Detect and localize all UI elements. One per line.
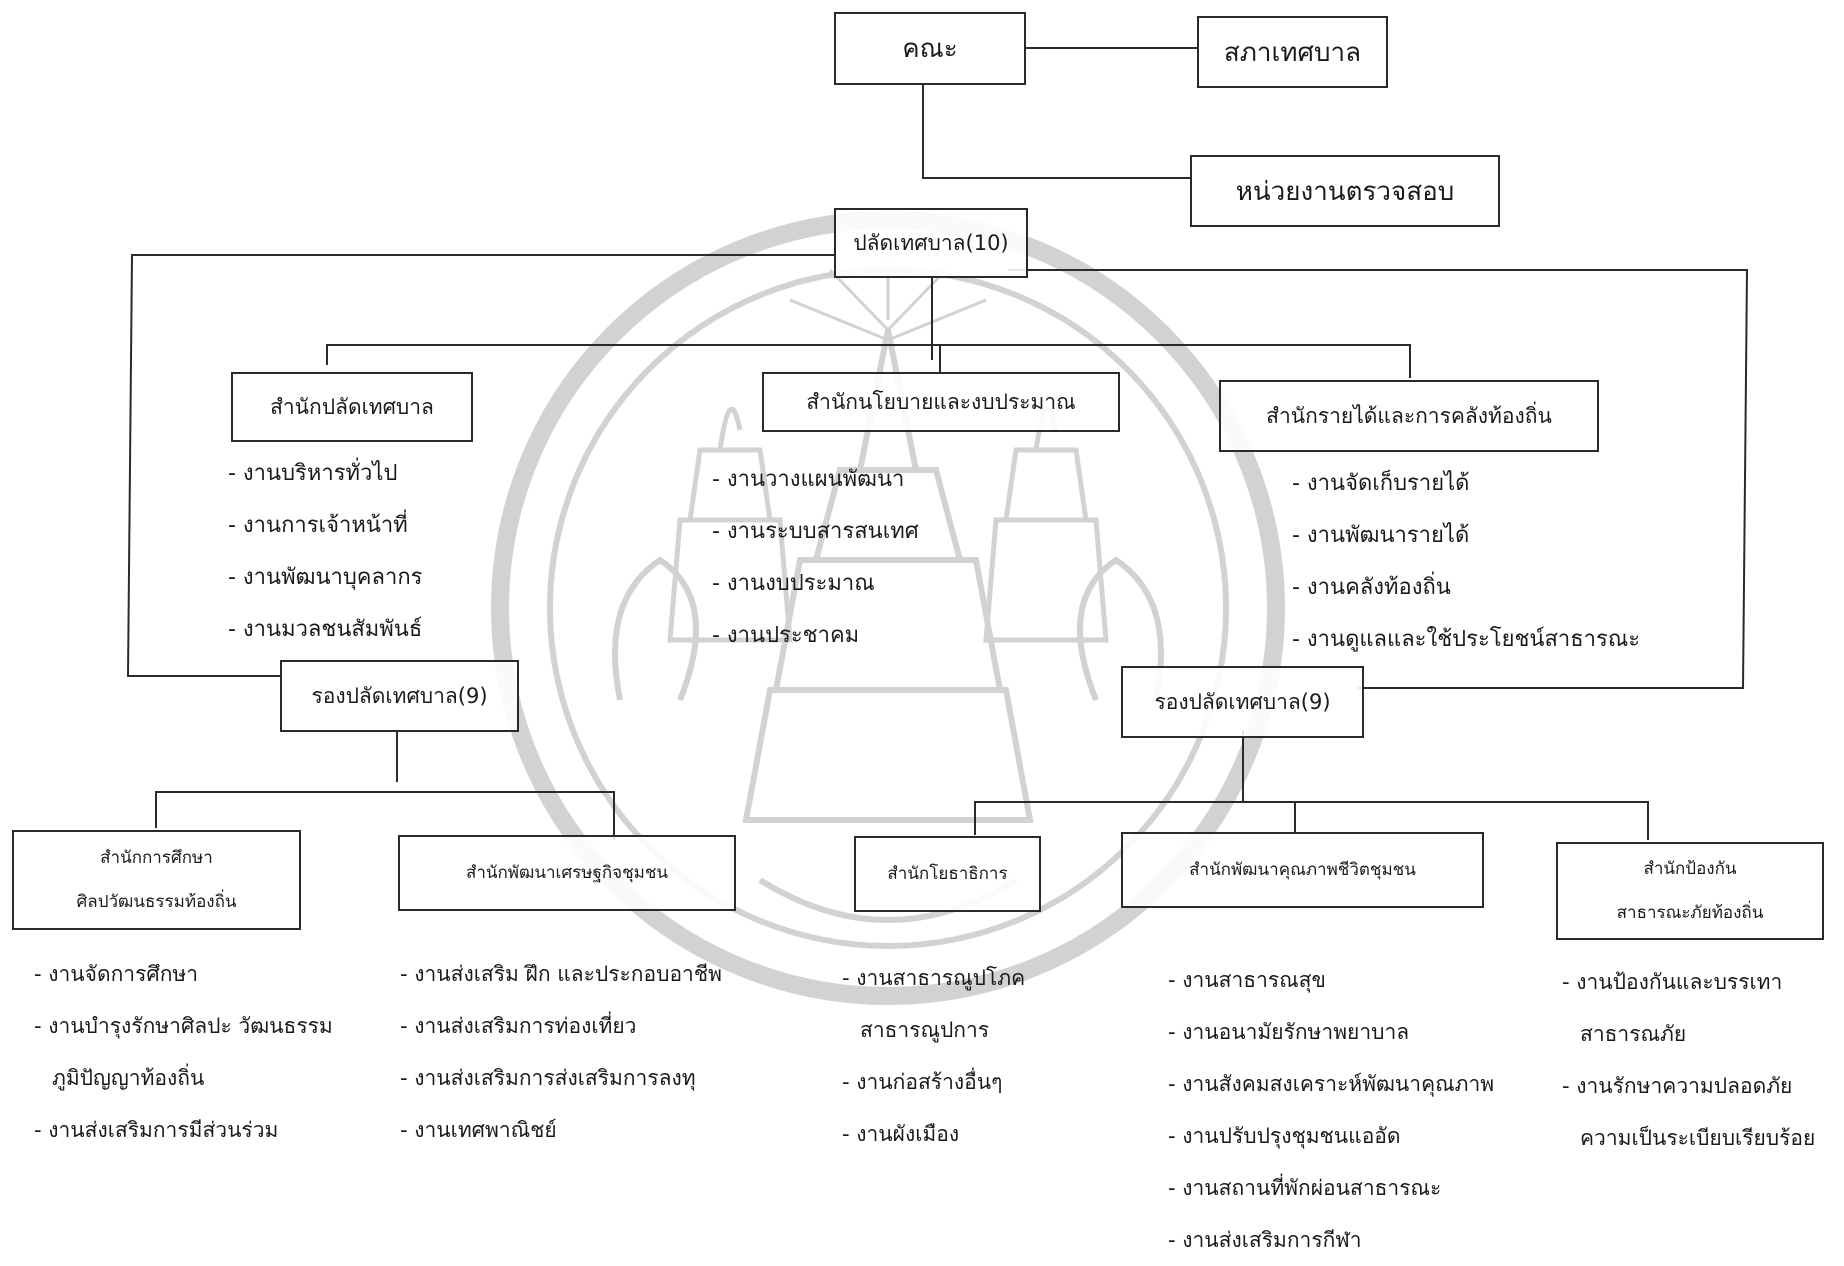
- office-disaster-prevention-tasks: - งานป้องกันและบรรเทา สาธารณภัย - งานรัก…: [1562, 956, 1815, 1164]
- deputy-clerk-left-box: รองปลัดเทศบาล(9): [280, 660, 519, 732]
- office-economic-development-box: สำนักพัฒนาเศรษฐกิจชุมชน: [398, 835, 736, 911]
- line-clerk-right-loop: [1008, 269, 1749, 689]
- task-item: - งานส่งเสริม ฝึก และประกอบอาชีพ: [400, 962, 722, 986]
- task-item: - งานส่งเสริมการท่องเที่ยว: [400, 1014, 637, 1038]
- office-quality-of-life-tasks: - งานสาธารณสุข - งานอนามัยรักษาพยาบาล - …: [1168, 954, 1494, 1266]
- task-item: - งานการเจ้าหน้าที่: [228, 513, 408, 538]
- executive-box: คณะ: [834, 12, 1026, 85]
- task-item: - งานอนามัยรักษาพยาบาล: [1168, 1020, 1410, 1044]
- task-item: - งานมวลชนสัมพันธ์: [228, 617, 423, 642]
- task-item: - งานรักษาความปลอดภัย: [1562, 1074, 1793, 1098]
- task-item: - งานผังเมือง: [842, 1122, 960, 1146]
- office-public-works-tasks: - งานสาธารณูปโภค สาธารณูปการ - งานก่อสร้…: [842, 952, 1025, 1160]
- line-deputy2-bus: [974, 801, 1649, 840]
- task-item: - งานจัดเก็บรายได้: [1292, 471, 1470, 496]
- office-revenue-treasury-box: สำนักรายได้และการคลังท้องถิ่น: [1219, 380, 1599, 452]
- office-clerk-box: สำนักปลัดเทศบาล: [231, 372, 473, 442]
- office-title-line: สำนักพัฒนาคุณภาพชีวิตชุมชน: [1189, 860, 1416, 880]
- task-item: - งานระบบสารสนเทศ: [712, 519, 919, 544]
- task-item: - งานเทศพาณิชย์: [400, 1118, 557, 1142]
- clerk-box: ปลัดเทศบาล(10): [834, 208, 1028, 278]
- office-title-line: ศิลปวัฒนธรรมท้องถิ่น: [76, 892, 237, 912]
- office-disaster-prevention-box: สำนักป้องกัน สาธารณะภัยท้องถิ่น: [1556, 842, 1824, 940]
- line-clerk-left-loop: [126, 254, 835, 677]
- task-item: - งานส่งเสริมการมีส่วนร่วม: [34, 1118, 279, 1142]
- task-item: - งานดูแลและใช้ประโยชน์สาธารณะ: [1292, 627, 1641, 652]
- task-item: - งานส่งเสริมการกีฬา: [1168, 1228, 1362, 1252]
- task-item: - งานก่อสร้างอื่นๆ: [842, 1070, 1003, 1094]
- office-education-culture-tasks: - งานจัดการศึกษา - งานบำรุงรักษาศิลปะ วั…: [34, 948, 333, 1156]
- deputy-clerk-right-box: รองปลัดเทศบาล(9): [1121, 666, 1364, 738]
- task-item: - งานสังคมสงเคราะห์พัฒนาคุณภาพ: [1168, 1072, 1495, 1096]
- office-title-line: สำนักพัฒนาเศรษฐกิจชุมชน: [465, 863, 669, 883]
- task-item: - งานสาธารณสุข: [1168, 968, 1326, 992]
- task-item: - งานสาธารณูปโภค: [842, 966, 1026, 990]
- office-quality-of-life-box: สำนักพัฒนาคุณภาพชีวิตชุมชน: [1121, 832, 1484, 908]
- task-item: - งานพัฒนารายได้: [1292, 523, 1470, 548]
- task-item: - งานบริหารทั่วไป: [228, 461, 398, 486]
- task-item: - งานคลังท้องถิ่น: [1292, 575, 1451, 600]
- task-item: - งานปรับปรุงชุมชนแออัด: [1168, 1124, 1401, 1148]
- task-item: ความเป็นระเบียบเรียบร้อย: [1580, 1126, 1816, 1150]
- office-economic-development-tasks: - งานส่งเสริม ฝึก และประกอบอาชีพ - งานส่…: [400, 948, 722, 1156]
- line-deputy1-bus: [155, 791, 615, 840]
- task-item: - งานพัฒนาบุคลากร: [228, 565, 423, 590]
- office-title-line: สำนักโยธาธิการ: [887, 864, 1008, 884]
- office-revenue-treasury-tasks: - งานจัดเก็บรายได้ - งานพัฒนารายได้ - งา…: [1292, 458, 1640, 666]
- task-item: - งานจัดการศึกษา: [34, 962, 199, 986]
- task-item: - งานวางแผนพัฒนา: [712, 467, 905, 492]
- line-top-office-bus: [326, 344, 1411, 378]
- office-title-line: สำนักการศึกษา: [100, 848, 213, 868]
- task-item: สาธารณภัย: [1580, 1022, 1687, 1046]
- office-clerk-tasks: - งานบริหารทั่วไป - งานการเจ้าหน้าที่ - …: [228, 448, 423, 656]
- office-public-works-box: สำนักโยธาธิการ: [854, 836, 1041, 912]
- task-item: สาธารณูปการ: [860, 1018, 990, 1042]
- task-item: - งานประชาคม: [712, 623, 860, 648]
- task-item: ภูมิปัญญาท้องถิ่น: [52, 1066, 205, 1090]
- line-executive-audit: [922, 85, 1190, 179]
- task-item: - งานป้องกันและบรรเทา: [1562, 970, 1783, 994]
- assembly-box: สภาเทศบาล: [1197, 16, 1388, 88]
- office-policy-budget-box: สำนักนโยบายและงบประมาณ: [762, 372, 1120, 432]
- audit-box: หน่วยงานตรวจสอบ: [1190, 155, 1500, 227]
- task-item: - งานงบประมาณ: [712, 571, 875, 596]
- task-item: - งานสถานที่พักผ่อนสาธารณะ: [1168, 1176, 1442, 1200]
- task-item: - งานส่งเสริมการส่งเสริมการลงทุ: [400, 1066, 696, 1090]
- office-title-line: สาธารณะภัยท้องถิ่น: [1616, 903, 1764, 923]
- office-title-line: สำนักป้องกัน: [1643, 859, 1737, 879]
- office-education-culture-box: สำนักการศึกษา ศิลปวัฒนธรรมท้องถิ่น: [12, 830, 301, 930]
- task-item: - งานบำรุงรักษาศิลปะ วัฒนธรรม: [34, 1014, 333, 1038]
- office-policy-budget-tasks: - งานวางแผนพัฒนา - งานระบบสารสนเทศ - งาน…: [712, 454, 919, 662]
